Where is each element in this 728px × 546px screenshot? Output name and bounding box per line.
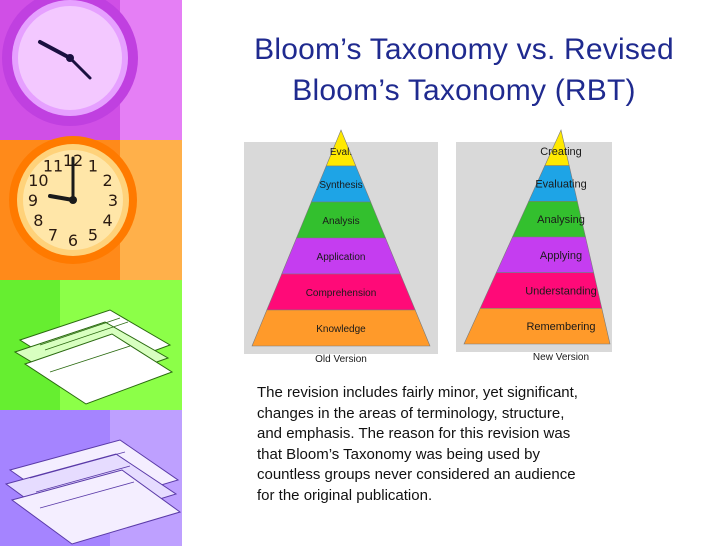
old-pyramid-level-label: Analysis [322, 216, 359, 227]
orange-clock-panel: 121234567891011 [0, 136, 182, 280]
old-pyramid-caption: Old Version [315, 354, 367, 365]
new-pyramid-level-label: Understanding [525, 286, 597, 298]
clock-numeral: 1 [88, 156, 98, 175]
new-pyramid-level-label: Applying [540, 250, 582, 262]
purple-clock-panel [0, 0, 182, 140]
new-pyramid-level-label: Evaluating [535, 179, 586, 191]
new-version-pyramid: CreatingEvaluatingAnalysingApplyingUnder… [456, 130, 612, 363]
old-pyramid-level-label: Eval. [330, 147, 352, 158]
clock-numeral: 2 [103, 171, 113, 190]
old-pyramid-level-label: Synthesis [319, 180, 362, 191]
new-pyramid-level-label: Analysing [537, 214, 585, 226]
clock-numeral: 4 [103, 211, 113, 230]
clock-numeral: 9 [28, 191, 38, 210]
new-pyramid-level-label: Remembering [526, 321, 595, 333]
green-books-panel [0, 280, 182, 410]
old-pyramid-level-label: Knowledge [316, 324, 366, 335]
old-version-pyramid: Eval. SynthesisAnalysisApplicationCompreh… [244, 130, 438, 365]
old-pyramid-level-label: Comprehension [306, 288, 377, 299]
title-line-1: Bloom’s Taxonomy vs. Revised [200, 33, 728, 67]
clock-numeral: 6 [68, 231, 78, 250]
clock-numeral: 11 [43, 156, 63, 175]
lavender-papers-panel [0, 410, 182, 546]
old-pyramid-level-label: Application [317, 252, 366, 263]
clock-numeral: 3 [108, 191, 118, 210]
new-pyramid-caption: New Version [533, 352, 589, 363]
body-paragraph: The revision includes fairly minor, yet … [257, 383, 677, 507]
clock-numeral: 5 [88, 226, 98, 245]
clock-numeral: 7 [48, 226, 58, 245]
decorative-sidebar: 121234567891011 [0, 0, 182, 546]
clock-numeral: 8 [33, 211, 43, 230]
title-line-2: Bloom’s Taxonomy (RBT) [200, 74, 728, 108]
new-pyramid-level-label: Creating [540, 146, 582, 158]
